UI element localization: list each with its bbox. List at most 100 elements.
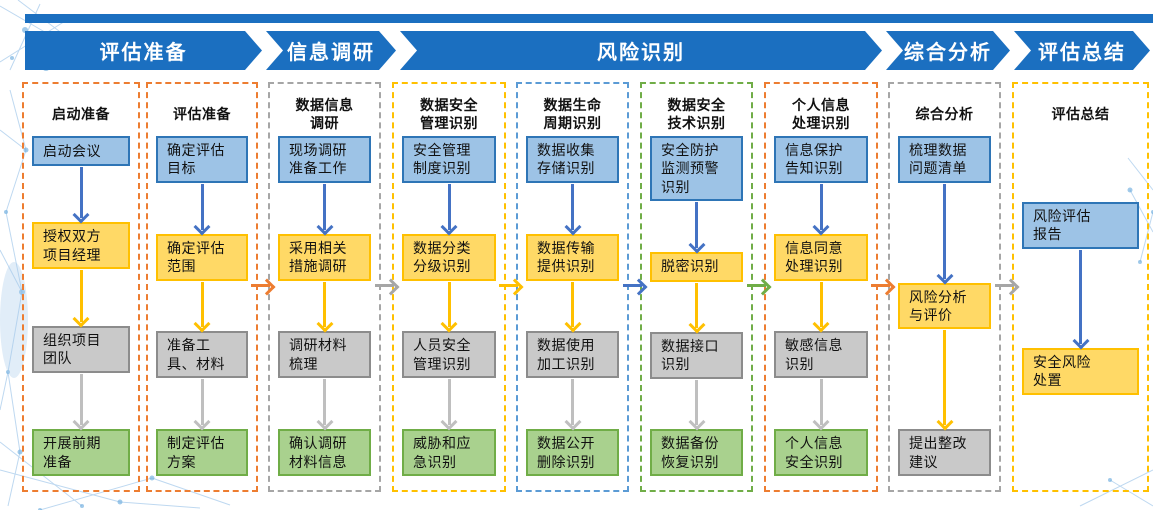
- phase-column-title-label: 评估准备: [173, 105, 231, 122]
- flow-box-gray: 数据使用加工识别: [526, 331, 619, 379]
- banner-segment-label: 综合分析: [904, 42, 992, 64]
- phase-connector-arrow: [623, 277, 648, 296]
- down-arrow: [898, 329, 991, 431]
- flow-box-label: 准备工具、材料: [167, 337, 225, 372]
- flow-box-yellow: 脱密识别: [650, 251, 743, 282]
- flow-box-label: 组织项目团队: [43, 331, 101, 367]
- flow-box-label: 提出整改建议: [909, 435, 967, 470]
- flow-box-blue: 信息保护告知识别: [774, 136, 868, 183]
- flow-box-label: 制定评估方案: [167, 435, 225, 470]
- flow-box-yellow: 数据分类分级识别: [402, 233, 496, 281]
- flow-box-green: 开展前期准备: [32, 429, 130, 476]
- phase-column-title-label: 个人信息处理识别: [792, 96, 850, 131]
- phase-column-title: 评估准备: [156, 92, 248, 136]
- phase-column-title: 启动准备: [32, 92, 130, 136]
- flow-box-label: 确认调研材料信息: [289, 435, 347, 470]
- flow-box-label: 数据公开删除识别: [537, 435, 595, 470]
- down-arrow: [402, 183, 496, 236]
- flow-box-gray: 提出整改建议: [898, 429, 991, 476]
- flow-box-label: 确定评估范围: [167, 239, 225, 275]
- flow-box-yellow: 信息同意处理识别: [774, 233, 868, 281]
- flow-box-blue: 梳理数据问题清单: [898, 136, 991, 183]
- flow-box-label: 安全风险处置: [1033, 353, 1091, 389]
- flow-box-label: 数据分类分级识别: [413, 239, 471, 275]
- down-arrow: [774, 281, 868, 333]
- phase-column: 综合分析梳理数据问题清单风险分析与评价提出整改建议: [888, 82, 1001, 492]
- down-arrow: [278, 378, 371, 431]
- flow-box-label: 数据使用加工识别: [537, 337, 595, 372]
- down-arrow: [526, 183, 619, 236]
- flow-box-gray: 调研材料梳理: [278, 331, 371, 379]
- phase-connector-arrow: [871, 277, 896, 296]
- phase-column-title-label: 数据安全技术识别: [667, 96, 726, 131]
- flow-box-label: 脱密识别: [661, 258, 719, 275]
- phase-column-title: 综合分析: [898, 92, 991, 136]
- flow-box-label: 采用相关措施调研: [289, 239, 347, 275]
- flow-box-green: 制定评估方案: [156, 429, 248, 476]
- down-arrow: [156, 281, 248, 333]
- down-arrow: [32, 166, 130, 224]
- phase-connector-arrow: [995, 277, 1020, 296]
- down-arrow: [650, 379, 743, 431]
- flow-box-label: 安全管理制度识别: [413, 142, 471, 177]
- flow-box-gray: 准备工具、材料: [156, 331, 248, 379]
- phase-connector-arrow: [375, 277, 400, 296]
- down-arrow: [278, 281, 371, 333]
- phase-column: 数据信息调研现场调研准备工作采用相关措施调研调研材料梳理确认调研材料信息: [268, 82, 381, 492]
- flow-box-label: 启动会议: [43, 142, 101, 159]
- flow-box-green: 威胁和应急识别: [402, 429, 496, 476]
- flow-box-yellow: 授权双方项目经理: [32, 222, 130, 270]
- banner-segment: 风险识别: [400, 31, 882, 70]
- phase-column-title-label: 数据信息调研: [295, 96, 354, 131]
- banner-segment-label: 风险识别: [597, 42, 685, 64]
- flow-box-gray: 人员安全管理识别: [402, 331, 496, 379]
- flow-box-label: 确定评估目标: [167, 142, 225, 177]
- banner-segment: 评估准备: [25, 31, 262, 70]
- banner-segment-label: 信息调研: [287, 42, 375, 64]
- phase-column-title: 数据信息调研: [278, 92, 371, 136]
- flow-box-label: 个人信息安全识别: [785, 435, 843, 470]
- flow-box-blue: 现场调研准备工作: [278, 136, 371, 183]
- banner-segment-label: 评估总结: [1038, 42, 1126, 64]
- flow-box-label: 梳理数据问题清单: [909, 142, 967, 177]
- phase-column-title-label: 评估总结: [1051, 105, 1110, 122]
- flow-box-gray: 敏感信息识别: [774, 331, 868, 379]
- flow-box-yellow: 风险分析与评价: [898, 282, 991, 330]
- down-arrow: [526, 378, 619, 431]
- banner-segment: 信息调研: [266, 31, 396, 70]
- phase-column-title-label: 综合分析: [915, 105, 974, 122]
- flow-box-blue: 确定评估目标: [156, 136, 248, 183]
- down-arrow: [1022, 249, 1139, 350]
- phase-connector-arrow: [251, 277, 276, 296]
- flow-box-label: 风险分析与评价: [909, 288, 967, 323]
- flow-box-label: 威胁和应急识别: [413, 435, 471, 470]
- phase-column-title: 个人信息处理识别: [774, 92, 868, 136]
- phase-column-title-label: 数据安全管理识别: [420, 96, 478, 131]
- phase-connector-arrow: [747, 277, 772, 296]
- flow-box-label: 数据备份恢复识别: [661, 435, 719, 470]
- flow-box-label: 开展前期准备: [43, 435, 101, 470]
- down-arrow: [32, 373, 130, 431]
- phase-column-title-label: 数据生命周期识别: [543, 96, 602, 131]
- down-arrow: [402, 378, 496, 431]
- flow-box-label: 信息同意处理识别: [785, 239, 843, 275]
- flow-box-label: 数据接口识别: [661, 337, 719, 373]
- flow-box-label: 信息保护告知识别: [785, 142, 843, 177]
- flow-box-gray: 数据接口识别: [650, 331, 743, 379]
- down-arrow: [774, 183, 868, 236]
- phase-column-title: 数据生命周期识别: [526, 92, 619, 136]
- flow-box-label: 风险评估报告: [1033, 207, 1091, 243]
- down-arrow: [156, 183, 248, 236]
- flow-box-green: 数据备份恢复识别: [650, 429, 743, 476]
- banner-top-bar: [25, 14, 1153, 23]
- flow-box-blue: 风险评估报告: [1022, 201, 1139, 249]
- flow-box-yellow: 数据传输提供识别: [526, 233, 619, 281]
- down-arrow: [650, 282, 743, 334]
- down-arrow: [402, 281, 496, 333]
- spacer: [1022, 136, 1139, 202]
- phase-column: 启动准备启动会议授权双方项目经理组织项目团队开展前期准备: [22, 82, 140, 492]
- flow-box-label: 授权双方项目经理: [43, 228, 101, 263]
- flow-box-label: 敏感信息识别: [785, 337, 843, 372]
